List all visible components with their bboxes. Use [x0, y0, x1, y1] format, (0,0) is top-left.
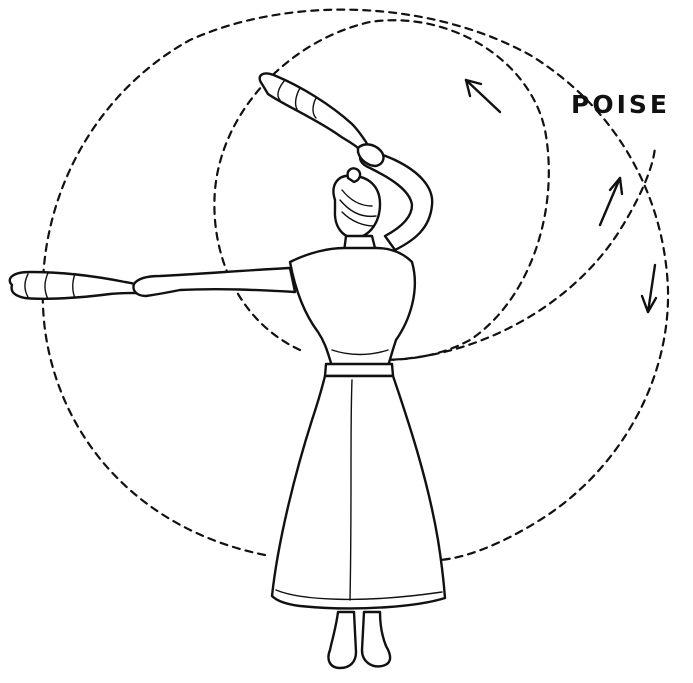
arrow-icon	[642, 265, 656, 312]
skirt	[272, 376, 445, 608]
outstretched-club	[10, 272, 142, 299]
poise-label: POISE	[571, 92, 670, 117]
head	[334, 176, 380, 238]
arrow-icon	[600, 178, 622, 225]
right-shoe	[362, 612, 390, 666]
blouse	[290, 248, 415, 366]
belt	[325, 364, 393, 376]
left-shoe	[328, 612, 356, 668]
arrow-icon	[466, 80, 500, 112]
woman-figure	[134, 144, 446, 668]
raised-club	[260, 74, 368, 150]
left-arm	[134, 268, 296, 296]
